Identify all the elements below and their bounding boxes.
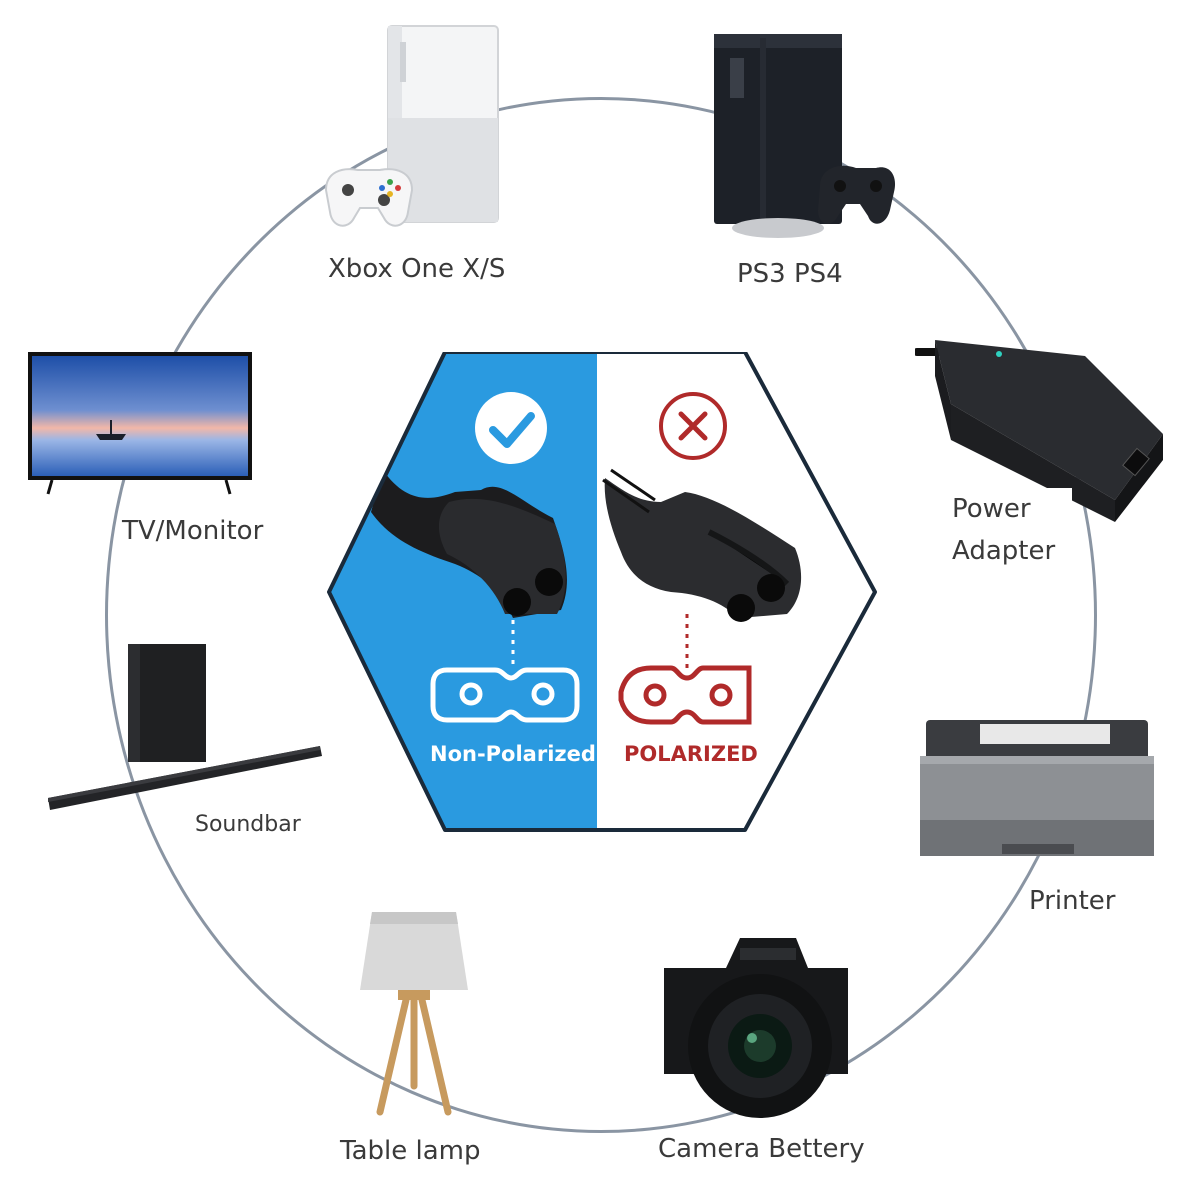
device-ring xyxy=(105,97,1097,1133)
ps-label: PS3 PS4 xyxy=(737,255,843,294)
x-icon xyxy=(659,392,727,460)
printer-image xyxy=(920,720,1154,856)
polarized-label: POLARIZED xyxy=(624,742,758,766)
check-icon xyxy=(475,392,547,464)
xbox-console-image xyxy=(324,25,499,227)
playstation-console-image xyxy=(714,34,896,238)
power-adapter-image xyxy=(915,340,1163,522)
polarized-outlet-icon xyxy=(618,665,752,725)
non-polarized-label: Non-Polarized xyxy=(430,742,596,766)
camera-label: Camera Bettery xyxy=(658,1130,865,1169)
table-lamp-label: Table lamp xyxy=(340,1132,481,1171)
soundbar-image xyxy=(48,644,322,810)
tv-label: TV/Monitor xyxy=(122,512,264,551)
printer-label: Printer xyxy=(1029,882,1116,921)
xbox-label: Xbox One X/S xyxy=(328,250,506,289)
power-adapter-label: Power Adapter xyxy=(952,488,1072,572)
camera-image xyxy=(664,938,848,1118)
non-polarized-plug-image xyxy=(371,470,567,618)
soundbar-label: Soundbar xyxy=(195,808,301,841)
polarized-plug-image xyxy=(602,468,802,622)
plug-comparison-hexagon xyxy=(327,352,877,832)
tv-image xyxy=(28,352,252,495)
table-lamp-image xyxy=(360,912,468,1116)
non-polarized-outlet-icon xyxy=(430,667,580,723)
